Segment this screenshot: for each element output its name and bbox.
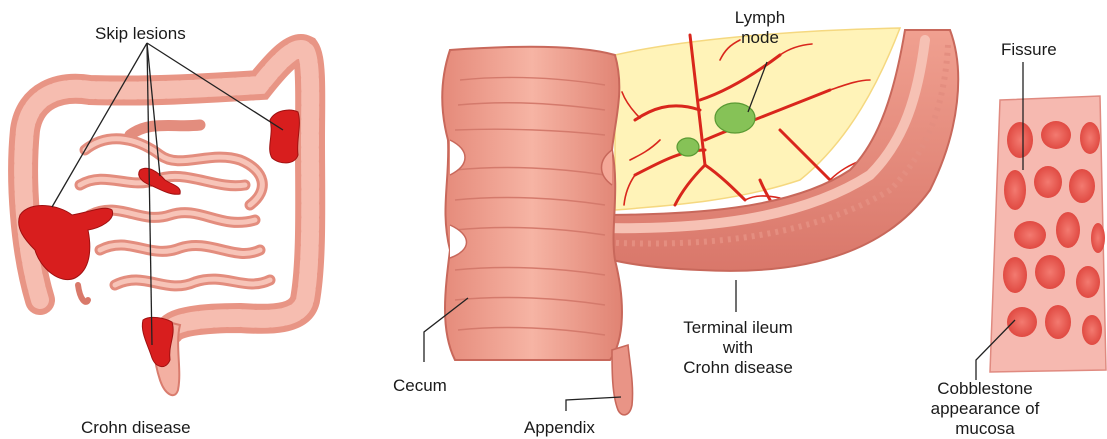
lymph-node [715,103,755,133]
skip-lesions-label: Skip lesions [95,24,186,44]
cecum-label: Cecum [393,376,447,396]
lymph-label-line2: node [730,28,790,48]
fissure-label: Fissure [1001,40,1057,60]
cobblestone-line2: appearance of [910,399,1060,419]
terminal-ileum-line3: Crohn disease [668,358,808,378]
lymph-label-line1: Lymph [730,8,790,28]
appendix-label: Appendix [524,418,595,438]
appendix [612,345,633,415]
terminal-ileum-label: Terminal ileum with Crohn disease [668,318,808,378]
cobblestone-mucosa-illustration [976,62,1106,380]
small-intestine [80,125,270,286]
lymph-node-small [677,138,699,156]
terminal-ileum-line2: with [668,338,808,358]
cobblestone-label: Cobblestone appearance of mucosa [910,379,1060,439]
cobblestone-line3: mucosa [910,419,1060,439]
colon-illustration [19,43,311,395]
lymph-node-label: Lymph node [730,8,790,48]
terminal-ileum-line1: Terminal ileum [668,318,808,338]
cobblestone-line1: Cobblestone [910,379,1060,399]
crohn-disease-label: Crohn disease [81,418,191,438]
